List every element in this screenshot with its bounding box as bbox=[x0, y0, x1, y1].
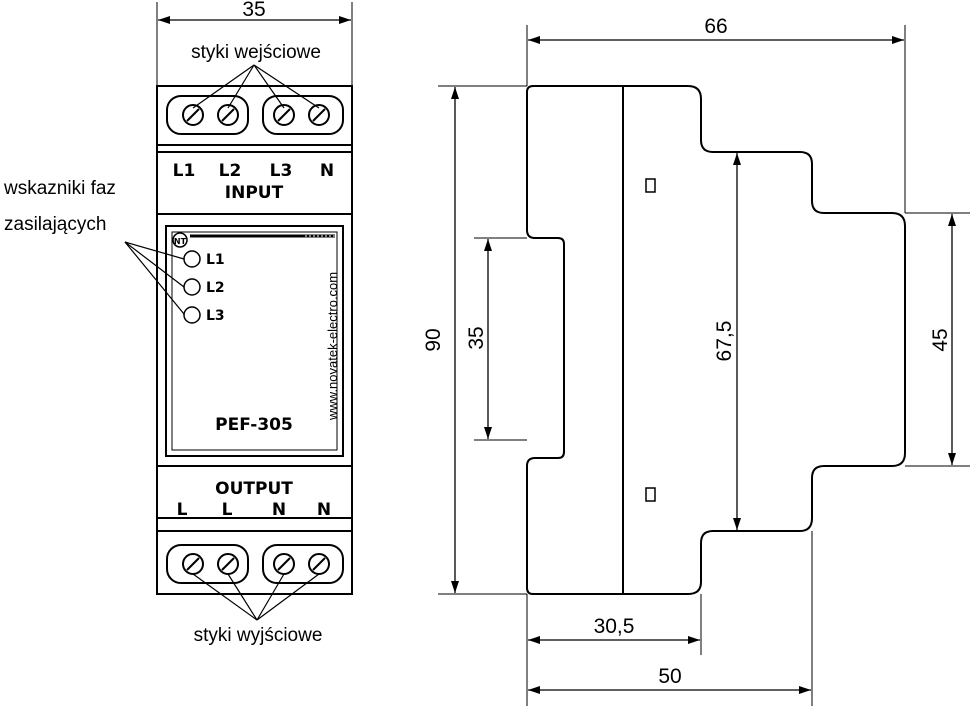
leader-input-1 bbox=[192, 64, 255, 109]
leader-output-2 bbox=[227, 573, 258, 621]
front-view bbox=[156, 2, 353, 595]
indicators-label-line2: zasilających bbox=[4, 214, 106, 235]
screw-slot bbox=[277, 557, 291, 571]
side-dimensions bbox=[438, 25, 970, 706]
output-terminal-labels: L L N N bbox=[177, 500, 332, 520]
output-terminal-label: L bbox=[177, 500, 188, 520]
led-label-l2: L2 bbox=[206, 280, 225, 296]
output-terminal-label: L bbox=[222, 500, 233, 520]
leader-led-1 bbox=[124, 241, 185, 260]
dim-value-35: 35 bbox=[465, 326, 488, 349]
indicators-label-line1: wskazniki faz bbox=[3, 178, 116, 199]
input-terminal-label: L2 bbox=[219, 161, 242, 181]
output-terminal-block-left bbox=[166, 544, 249, 584]
front-housing bbox=[156, 85, 353, 595]
side-slot-bottom bbox=[645, 487, 656, 502]
output-title: OUTPUT bbox=[215, 479, 293, 499]
input-title: INPUT bbox=[225, 183, 284, 203]
leader-input-2 bbox=[227, 64, 255, 109]
leader-input-3 bbox=[253, 64, 285, 109]
led-indicator-l2 bbox=[183, 278, 201, 296]
side-view bbox=[526, 85, 906, 595]
leader-output-4 bbox=[256, 573, 320, 621]
input-terminal-label: L1 bbox=[173, 161, 196, 181]
leader-led-2 bbox=[124, 241, 185, 288]
output-contacts-label: styki wyjściowe bbox=[194, 625, 323, 646]
leader-input-4 bbox=[253, 64, 320, 109]
front-panel-inner bbox=[171, 231, 338, 451]
input-contacts-label: styki wejściowe bbox=[191, 42, 321, 63]
dim-value-67-5: 67,5 bbox=[713, 321, 736, 362]
side-profile-outline bbox=[526, 85, 906, 595]
terminal-screws bbox=[182, 104, 330, 575]
website-text: www.novatek-electro.com bbox=[325, 272, 340, 421]
screw-slot bbox=[221, 108, 235, 122]
led-label-l1: L1 bbox=[206, 252, 225, 268]
dim-value-30-5: 30,5 bbox=[594, 615, 635, 638]
output-terminal-block-right bbox=[262, 544, 344, 584]
logo-icon bbox=[172, 232, 188, 248]
input-terminal-label: N bbox=[320, 161, 334, 181]
output-terminal-label: N bbox=[272, 500, 286, 520]
led-label-l3: L3 bbox=[206, 308, 225, 324]
screw-slot bbox=[221, 557, 235, 571]
screw-slot bbox=[312, 557, 326, 571]
model-name: PEF-305 bbox=[215, 415, 293, 435]
dim-value-90: 90 bbox=[422, 328, 445, 351]
dim-value-50: 50 bbox=[658, 665, 681, 688]
input-terminal-label: L3 bbox=[270, 161, 293, 181]
led-indicator-l3 bbox=[183, 306, 201, 324]
leader-output-1 bbox=[192, 573, 258, 621]
front-width-value: 35 bbox=[242, 0, 265, 21]
screw-slot bbox=[277, 108, 291, 122]
screw-slot bbox=[312, 108, 326, 122]
front-panel-details: NT L1 L2 L3 www.novatek-electro.com PEF-… bbox=[172, 232, 340, 435]
dim-value-66: 66 bbox=[704, 15, 727, 38]
input-terminal-labels: L1 L2 L3 N bbox=[173, 161, 334, 181]
screw-slot bbox=[186, 108, 200, 122]
screw-slot bbox=[186, 557, 200, 571]
leader-output-3 bbox=[256, 573, 285, 621]
led-indicator-l1 bbox=[183, 250, 201, 268]
front-panel bbox=[165, 225, 344, 457]
side-slot-top bbox=[645, 178, 656, 193]
dim-value-45: 45 bbox=[929, 328, 952, 351]
input-terminal-block-right bbox=[262, 95, 344, 135]
output-terminal-label: N bbox=[317, 500, 331, 520]
leader-lines bbox=[124, 64, 320, 621]
input-terminal-block-left bbox=[166, 95, 249, 135]
leader-led-3 bbox=[124, 241, 185, 315]
logo-text: NT bbox=[174, 237, 187, 246]
